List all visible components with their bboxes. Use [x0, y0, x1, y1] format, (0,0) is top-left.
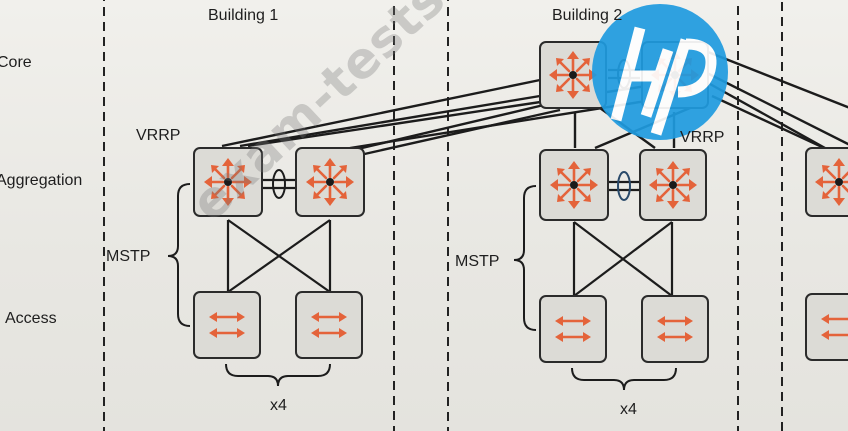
building-2-mstp-label: MSTP — [455, 253, 500, 270]
hp-logo — [592, 4, 728, 140]
b3-access-switch-partial — [805, 293, 848, 361]
building-2-vrrp-label: VRRP — [680, 129, 725, 146]
building-3-frame — [781, 0, 783, 431]
b2-aggregation-router-1 — [539, 149, 609, 221]
building-2-multiplier: x4 — [620, 401, 637, 418]
building-1-vrrp-label: VRRP — [136, 127, 181, 144]
row-label-core: Core — [0, 54, 32, 71]
row-label-access: Access — [5, 310, 57, 327]
building-2-access-links — [572, 221, 674, 297]
b1-x4-brace — [225, 363, 331, 387]
building-1-access-links — [226, 219, 332, 293]
b2-x4-brace — [571, 367, 677, 391]
b2-access-switch-1 — [539, 295, 607, 363]
b1-aggregation-router-1 — [193, 147, 263, 217]
b1-aggregation-router-2 — [295, 147, 365, 217]
building-1-frame — [103, 0, 395, 431]
building-1-mstp-label: MSTP — [106, 248, 151, 265]
building-2-frame — [447, 0, 739, 431]
b3-aggregation-router-partial — [805, 147, 848, 217]
building-2-title: Building 2 — [552, 7, 623, 24]
b1-access-switch-2 — [295, 291, 363, 359]
b1-mstp-brace — [167, 183, 191, 327]
building-1-multiplier: x4 — [270, 397, 287, 414]
b1-access-switch-1 — [193, 291, 261, 359]
building-1-title: Building 1 — [208, 7, 279, 24]
b2-aggregation-router-2 — [639, 149, 707, 221]
b2-access-switch-2 — [641, 295, 709, 363]
row-label-aggregation: Aggregation — [0, 172, 83, 189]
core-uplinks — [221, 50, 848, 161]
b2-mstp-brace — [513, 185, 537, 331]
